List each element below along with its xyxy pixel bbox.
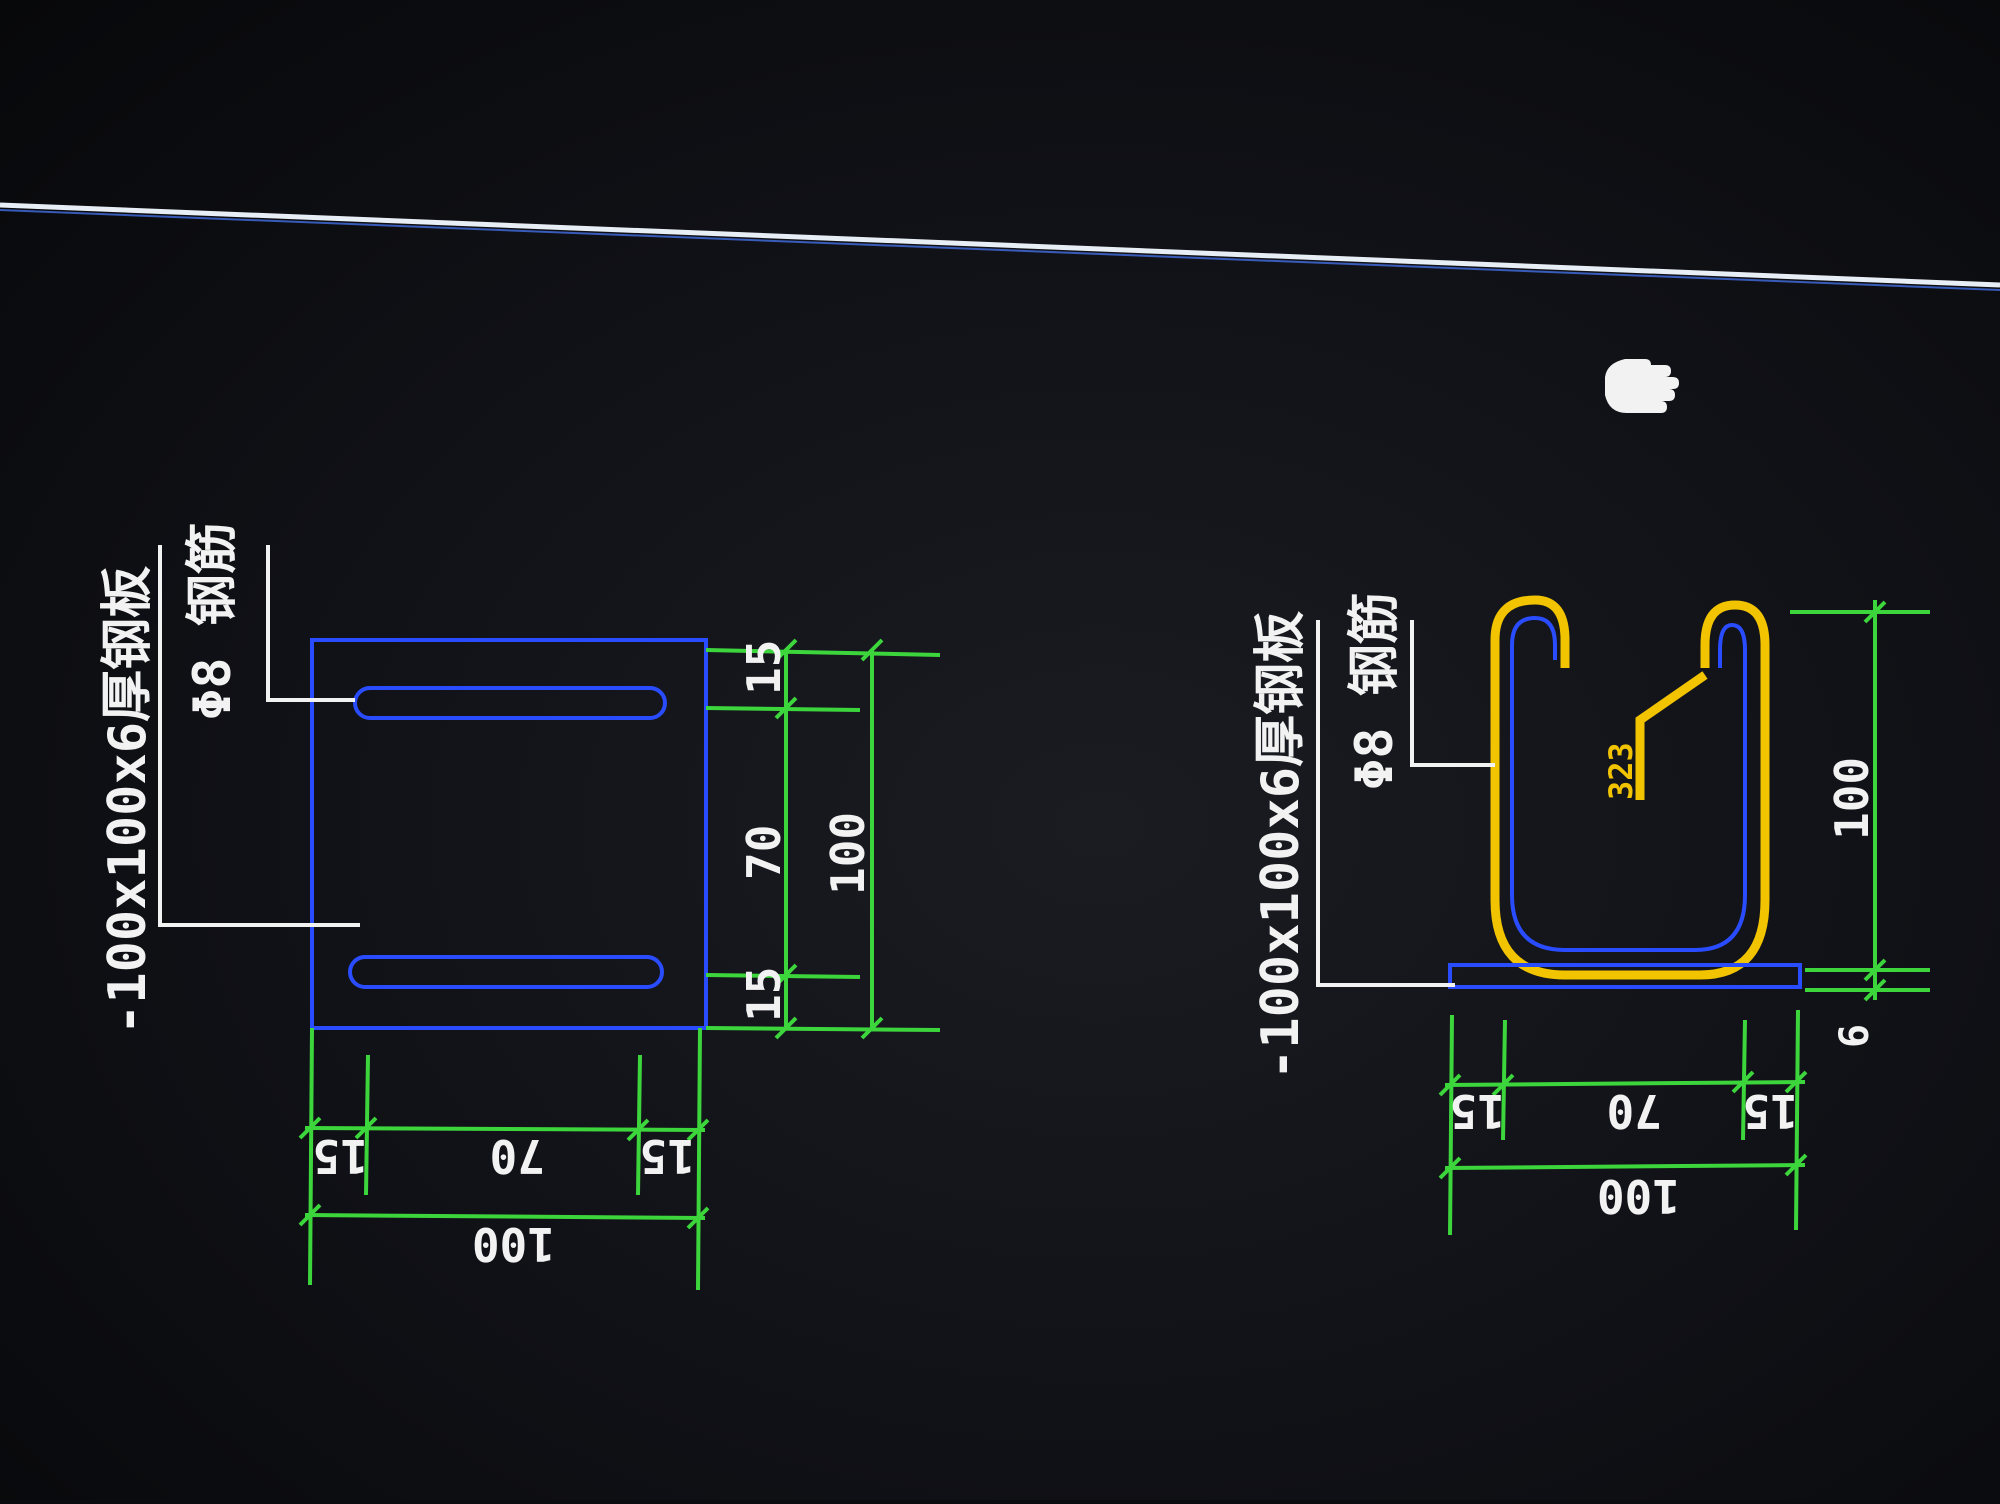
right-ext-line-left — [1448, 1014, 1454, 1236]
right-leader-rebar — [1410, 620, 1495, 767]
right-ext-line-right — [1794, 1009, 1800, 1231]
right-plate — [1448, 963, 1802, 989]
left-dim-v-70: 70 — [737, 825, 791, 880]
right-ticks-horizontal — [1438, 1070, 1808, 1180]
right-dim-h-15-left: 15 — [1450, 1084, 1505, 1138]
right-rebar-outer — [1490, 595, 1770, 980]
left-dim-h-70: 70 — [490, 1129, 545, 1183]
left-label-plate: -100x100x6厚钢板 — [98, 566, 158, 1035]
left-view: -100x100x6厚钢板 Φ8 钢筋 15 70 15 100 — [98, 522, 941, 1291]
left-ticks-vertical — [774, 638, 884, 1040]
left-ticks-horizontal — [298, 1116, 710, 1230]
left-plate-outline — [310, 638, 708, 1030]
left-dim-h-15-right: 15 — [640, 1129, 695, 1183]
left-dim-v-15-bottom: 15 — [737, 967, 791, 1022]
left-leader-rebar — [266, 545, 355, 702]
right-view: 323 -100x100x6厚钢板 Φ8 钢筋 100 6 — [1251, 592, 1930, 1236]
right-ext-line-15a — [1501, 1019, 1507, 1141]
left-dim-v-15-top: 15 — [737, 640, 791, 695]
left-ext-line-top — [705, 648, 941, 657]
left-ext-line-15d — [636, 1054, 642, 1196]
left-ext-line-bottom — [705, 1026, 941, 1032]
right-bar-length: 323 — [1602, 742, 1640, 800]
left-label-rebar: Φ8 钢筋 — [183, 522, 243, 720]
right-dim-h-15-right: 15 — [1743, 1084, 1798, 1138]
right-dim-thickness: 6 — [1832, 1024, 1878, 1048]
right-dim-line-h-total — [1444, 1163, 1806, 1170]
right-rebar-inner — [1510, 615, 1747, 952]
left-ext-line-left — [308, 1027, 314, 1286]
right-ticks-vertical — [1863, 600, 1887, 1002]
left-dim-h-15-left: 15 — [313, 1129, 368, 1183]
right-label-rebar: Φ8 钢筋 — [1345, 592, 1405, 790]
screen-edge-line-blue — [0, 209, 2000, 291]
left-ext-line-right — [696, 1027, 702, 1291]
right-bar-tag-leader — [1635, 671, 1708, 800]
right-dim-h-70: 70 — [1607, 1084, 1662, 1138]
right-label-plate: -100x100x6厚钢板 — [1251, 611, 1311, 1080]
right-dim-height: 100 — [1825, 757, 1879, 840]
left-dim-v-100: 100 — [821, 812, 875, 895]
left-leader-plate — [158, 545, 360, 927]
left-rebar-slot-top — [353, 686, 667, 720]
right-dim-h-100: 100 — [1597, 1169, 1680, 1223]
left-dim-line-h-total — [304, 1213, 706, 1220]
left-rebar-slot-bottom — [348, 955, 664, 989]
left-dim-h-100: 100 — [472, 1217, 555, 1271]
right-leader-plate — [1316, 620, 1455, 987]
screen-edge-line — [0, 202, 2000, 288]
hand-cursor-icon — [1605, 359, 1679, 413]
